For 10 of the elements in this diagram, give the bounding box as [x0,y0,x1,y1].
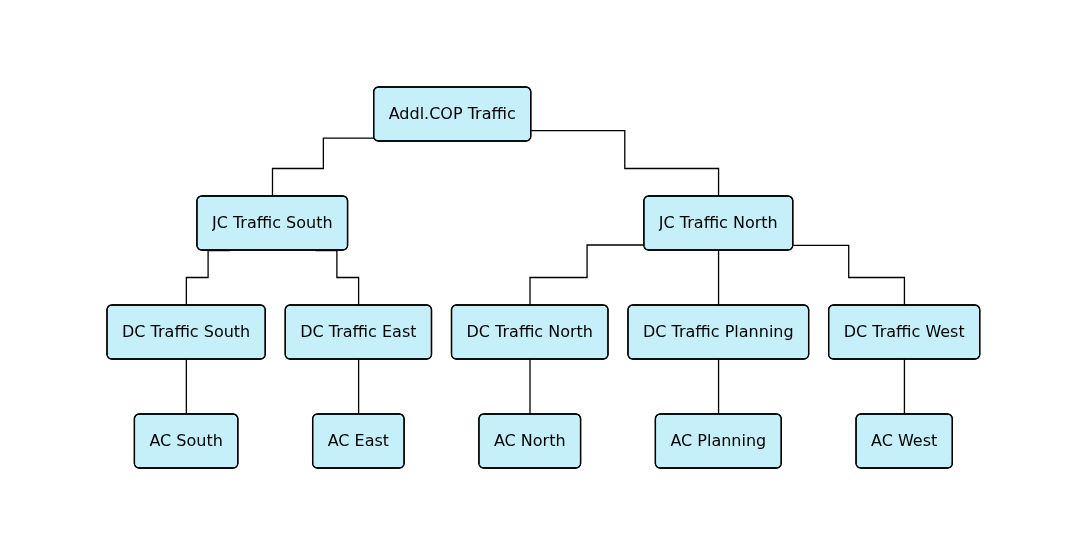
connector [792,244,905,306]
connector [717,249,720,306]
connector [717,358,720,415]
connector [903,358,905,415]
connector [185,358,187,415]
connector [529,243,645,306]
connector [271,137,375,197]
connector [529,358,531,415]
connector [357,358,360,415]
connector [530,129,720,197]
